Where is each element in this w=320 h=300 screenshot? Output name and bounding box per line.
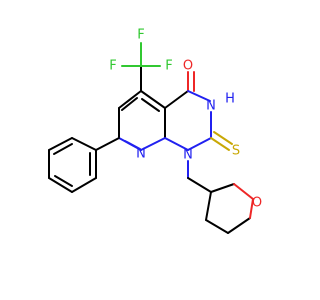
bond-n1-c8a	[164, 137, 189, 151]
bond-ph-4	[48, 177, 73, 193]
bond-thf-o	[233, 183, 254, 200]
atom-label-f-left: F	[109, 59, 116, 74]
atom-label-n3: N	[206, 99, 216, 114]
bond-ph-inner-2	[54, 175, 73, 187]
bond-thf-1	[210, 183, 235, 193]
bond-c2-s-double	[213, 131, 233, 145]
bond-ph-1	[71, 137, 97, 151]
bond-thf-4	[227, 217, 251, 234]
bond-c4a-c4	[164, 90, 189, 109]
atom-labels: F F F O N H S N N O	[109, 28, 262, 211]
atom-label-f-right: F	[165, 59, 172, 74]
bond-thf-5	[249, 198, 254, 219]
bond-c7-phenyl	[95, 137, 120, 151]
bond-n8-c8a	[140, 137, 166, 151]
bond-c2-n1	[187, 137, 212, 151]
bond-c2-s	[210, 137, 230, 151]
bond-thf-3	[205, 219, 229, 234]
atom-label-n1: N	[183, 148, 193, 163]
atom-label-o-ring: O	[252, 196, 262, 211]
bond-ph-5	[71, 177, 97, 193]
bond-c7-n8-inner	[124, 140, 141, 150]
atom-label-s: S	[232, 144, 240, 159]
atom-label-o-carbonyl: O	[183, 59, 193, 74]
bond-thf-2	[205, 191, 212, 221]
molecule-structure-diagram: F F F O N H S N N O	[48, 27, 263, 234]
bond-c5-c6-inner	[121, 97, 138, 111]
bond-ch2-c2	[187, 177, 212, 193]
bonds	[48, 42, 254, 234]
bond-c4a-c5-inner	[141, 98, 160, 112]
bond-c4-n3	[187, 90, 211, 102]
bond-c5-c6	[118, 90, 142, 109]
atom-label-nh: H	[225, 92, 235, 107]
bond-ph-2	[48, 137, 73, 151]
bond-c4a-c5	[140, 90, 166, 109]
bond-ph-inner-1	[53, 143, 73, 155]
atom-label-n8: N	[136, 147, 146, 162]
atom-label-f-top: F	[137, 28, 144, 43]
